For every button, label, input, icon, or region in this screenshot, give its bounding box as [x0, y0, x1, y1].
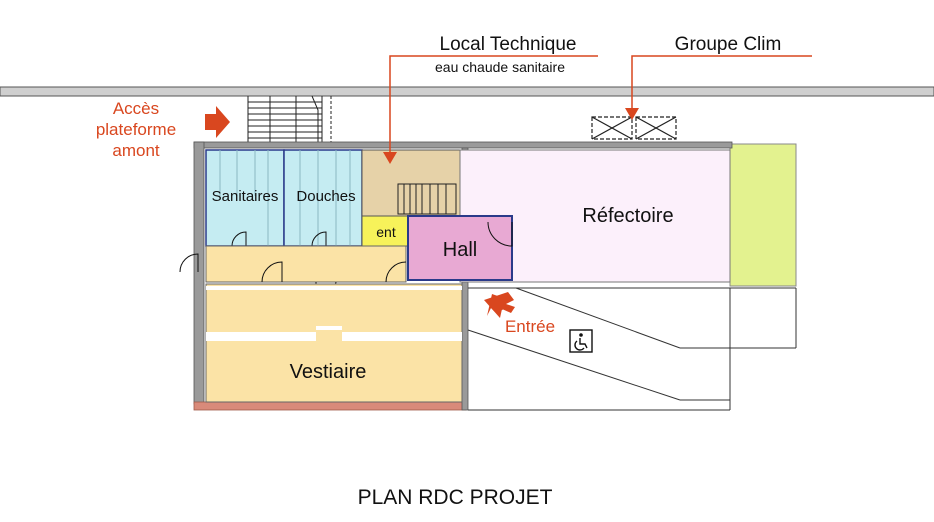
ent-room — [361, 215, 409, 247]
hall-door — [487, 221, 513, 247]
ent-label: ent — [376, 224, 396, 240]
sanitaires-room — [205, 149, 285, 247]
hall-room — [407, 215, 513, 281]
douches-room — [283, 149, 363, 247]
acces-label-line2: plateforme — [96, 120, 176, 139]
refectoire-label: Réfectoire — [582, 205, 673, 227]
terrace-area — [729, 143, 797, 287]
vestiaire-room — [205, 283, 463, 403]
groupe-clim-units — [591, 116, 677, 140]
acces-label-line1: Accès — [113, 99, 159, 118]
interior-staircase — [397, 183, 457, 215]
sanitaires-label: Sanitaires — [212, 188, 279, 205]
entrance-ramp — [467, 287, 797, 411]
local-technique-sub-label: eau chaude sanitaire — [435, 59, 565, 75]
sanitary-doors — [231, 231, 327, 247]
acces-arrow — [205, 106, 230, 138]
leader-lines — [389, 55, 812, 158]
groupe-clim-label: Groupe Clim — [675, 34, 782, 55]
leader-arrowheads — [383, 108, 639, 164]
local-technique-label: Local Technique — [440, 34, 577, 55]
plan-caption: PLAN RDC PROJET — [358, 486, 553, 509]
upper-road — [0, 86, 934, 97]
douches-label: Douches — [296, 188, 355, 205]
entree-label: Entrée — [505, 317, 555, 336]
wheelchair-icon — [569, 329, 593, 353]
acces-label-line3: amont — [112, 141, 160, 160]
vestiaire-label: Vestiaire — [290, 361, 367, 383]
exterior-staircase — [247, 95, 332, 143]
corridor — [205, 245, 407, 283]
hall-label: Hall — [443, 239, 477, 261]
local-technique-room — [361, 149, 461, 217]
